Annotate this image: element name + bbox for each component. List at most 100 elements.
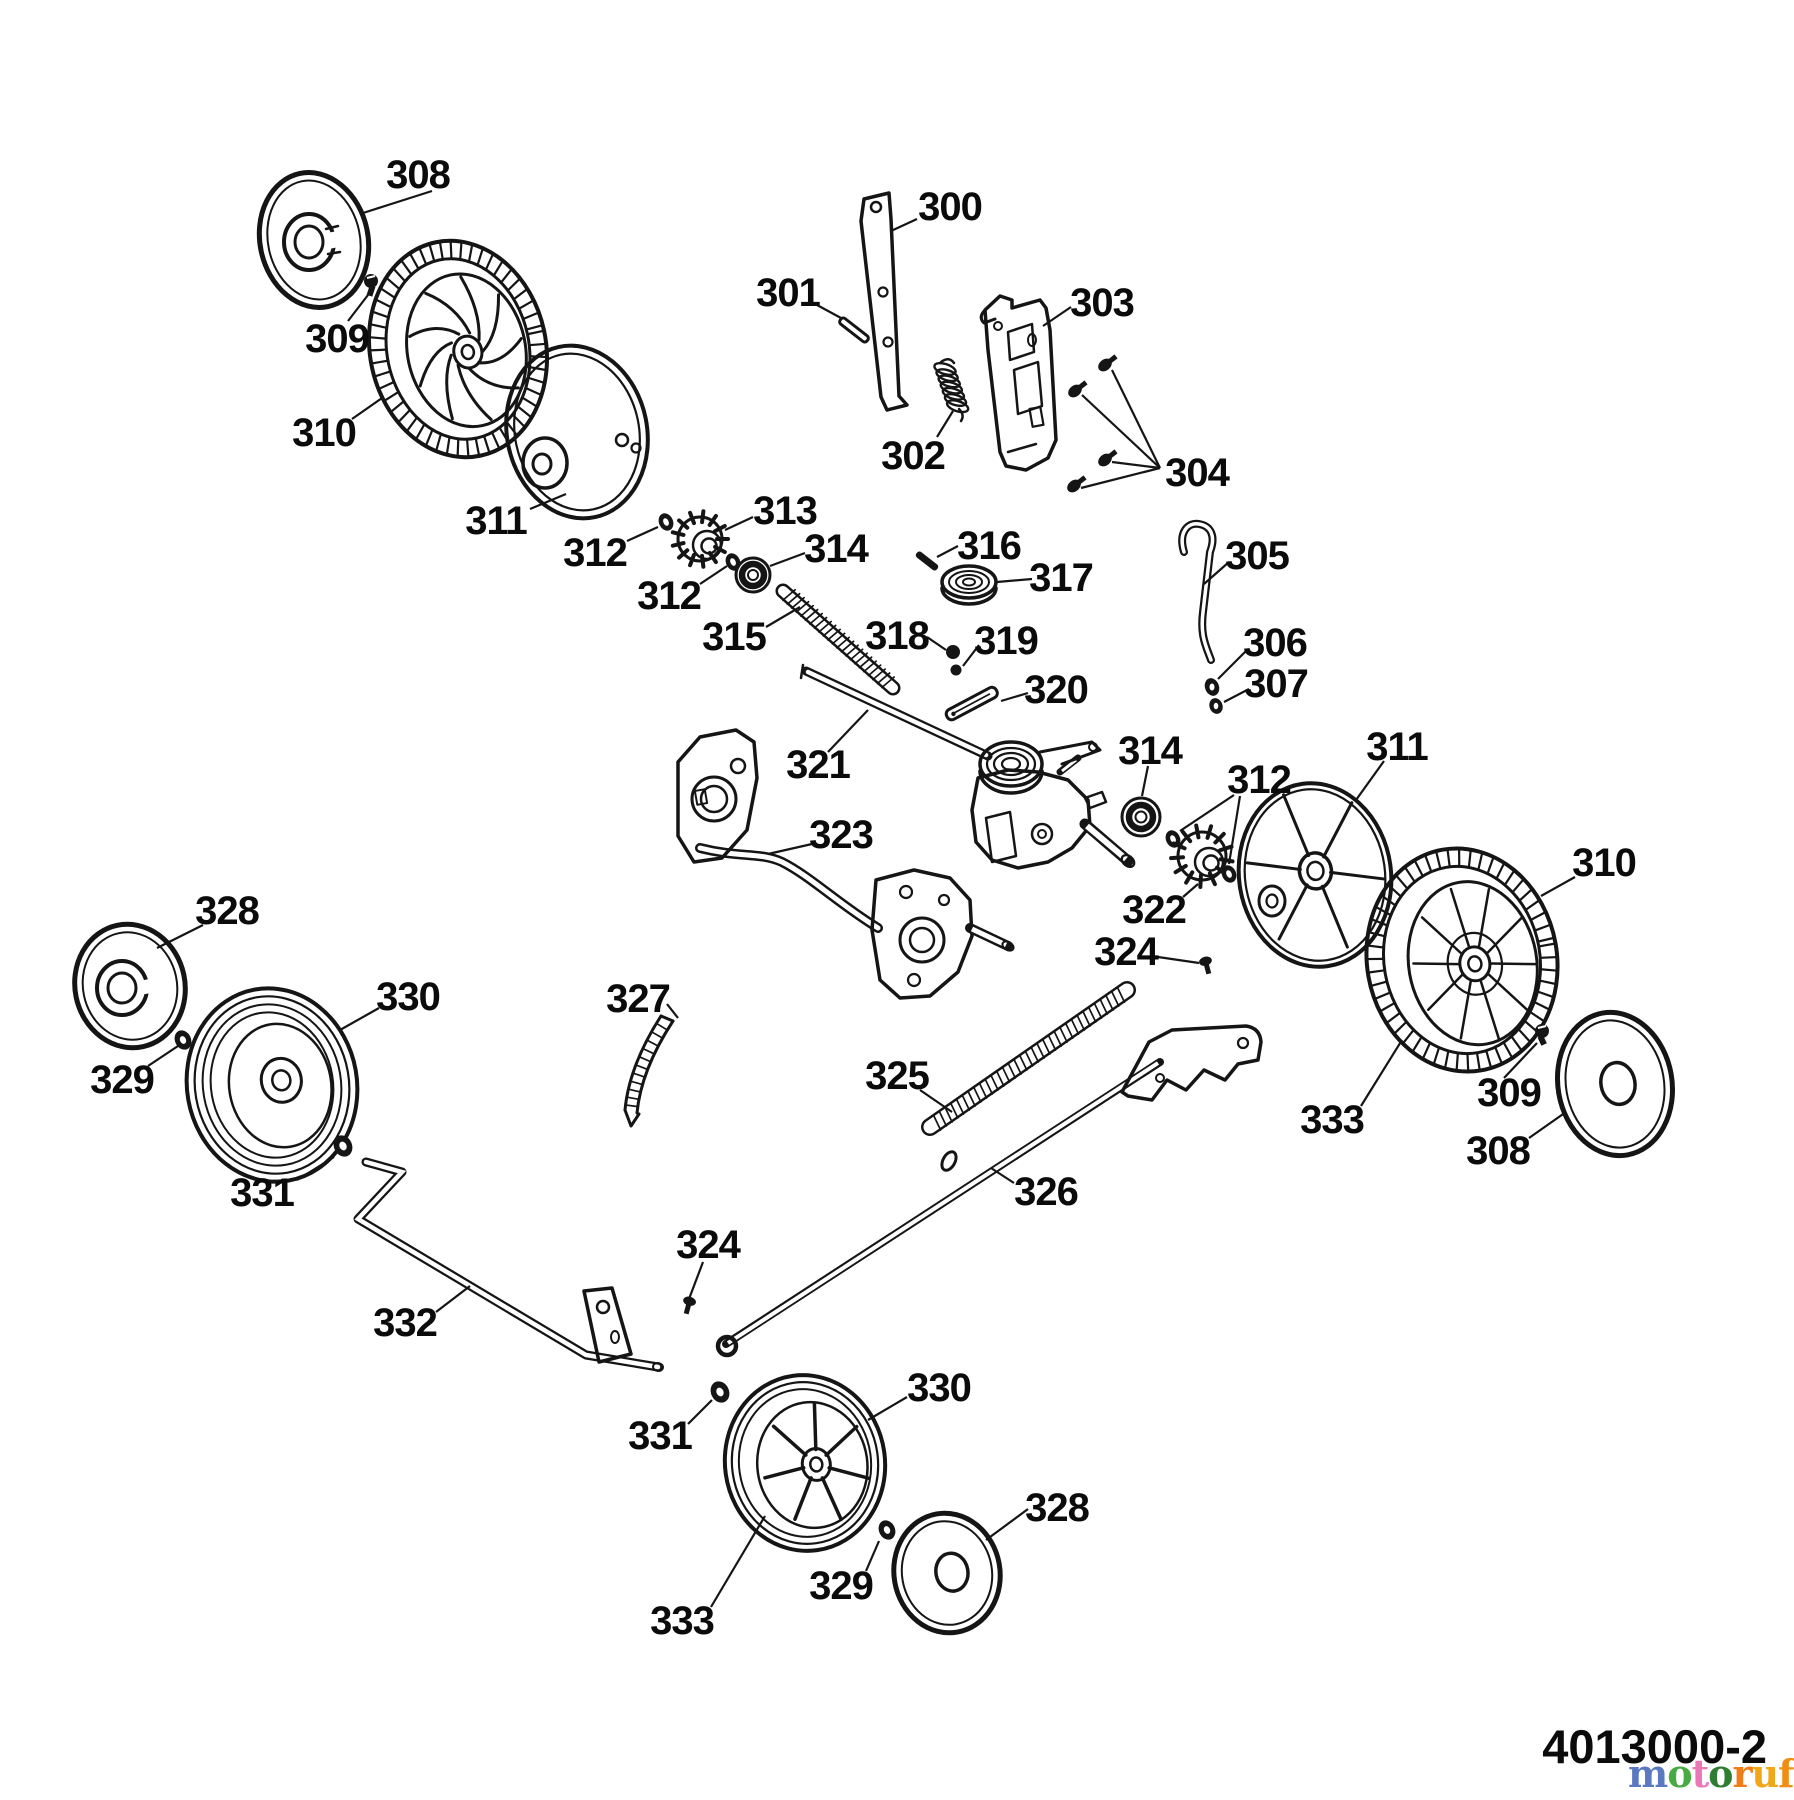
part-callout-316: 316 xyxy=(957,524,1021,568)
callout-leader-305 xyxy=(1203,561,1230,585)
part-330-wheel-bottom xyxy=(722,1373,888,1553)
part-callout-303: 303 xyxy=(1070,281,1134,325)
part-324-bolt-a xyxy=(1199,956,1212,975)
part-306-nut xyxy=(1204,678,1220,696)
part-callout-310: 310 xyxy=(292,411,356,455)
callout-leader-324 xyxy=(687,1261,705,1300)
part-307-nut xyxy=(1209,698,1223,714)
part-callout-324: 324 xyxy=(676,1223,741,1267)
callout-leader-304 xyxy=(1081,394,1161,469)
callout-leader-328 xyxy=(156,924,204,949)
part-callout-311: 311 xyxy=(465,499,527,543)
part-callout-309: 309 xyxy=(1477,1071,1541,1115)
part-callout-313: 313 xyxy=(753,489,817,533)
part-313-pinion-gear xyxy=(670,509,730,569)
part-callout-301: 301 xyxy=(756,271,820,315)
part-308-hubcap-front-left xyxy=(256,170,372,310)
part-300-support-bar xyxy=(859,191,909,412)
part-callout-315: 315 xyxy=(702,615,766,659)
callout-leader-330 xyxy=(339,1007,380,1031)
callout-leader-308 xyxy=(1528,1111,1567,1139)
part-305-hook-rod xyxy=(1178,519,1217,664)
part-316-pin xyxy=(915,551,939,571)
part-329-nut-bottom xyxy=(878,1520,896,1540)
part-304-screws xyxy=(1067,354,1118,493)
part-callout-331: 331 xyxy=(230,1171,294,1215)
part-319-ball xyxy=(950,664,962,676)
callout-leader-330 xyxy=(867,1396,908,1421)
part-gearbox-assembly xyxy=(970,740,1136,870)
part-callout-312: 312 xyxy=(1227,758,1291,802)
callout-leader-312 xyxy=(1179,794,1235,832)
callout-leader-332 xyxy=(435,1285,471,1313)
callout-leader-331 xyxy=(296,1156,335,1181)
callout-leader-316 xyxy=(936,545,959,558)
callout-leader-306 xyxy=(1217,649,1248,680)
callout-leader-329 xyxy=(864,1540,881,1572)
part-callout-310: 310 xyxy=(1572,841,1636,885)
callout-leader-327 xyxy=(666,1003,679,1019)
callout-leader-307 xyxy=(1223,688,1250,703)
callout-leader-321 xyxy=(827,709,869,753)
part-callout-308: 308 xyxy=(386,153,450,197)
callout-leader-314 xyxy=(769,551,806,568)
part-callout-329: 329 xyxy=(809,1564,873,1608)
part-callout-304: 304 xyxy=(1165,451,1230,495)
part-323-height-adjuster-rod xyxy=(676,728,1015,1000)
callout-leader-311 xyxy=(1355,760,1385,801)
part-324-bolt-b xyxy=(683,1296,696,1315)
part-320-key-plate xyxy=(944,685,999,722)
callout-leader-308 xyxy=(362,189,433,215)
callout-leader-325 xyxy=(919,1089,953,1113)
callout-leader-300 xyxy=(890,218,918,232)
part-325-threaded-rod xyxy=(921,981,1136,1136)
part-callout-320: 320 xyxy=(1024,668,1088,712)
part-326-lever-rod xyxy=(715,1024,1263,1358)
doc-number: 4013000-2 xyxy=(1542,1720,1767,1773)
part-callout-309: 309 xyxy=(305,317,369,361)
part-callout-323: 323 xyxy=(809,813,873,857)
part-317-pulley xyxy=(940,564,998,606)
callout-leader-313 xyxy=(724,516,754,531)
part-callout-330: 330 xyxy=(907,1366,971,1410)
part-callout-329: 329 xyxy=(90,1058,154,1102)
part-327-curved-rack xyxy=(623,1014,675,1128)
callout-leader-309 xyxy=(347,294,369,322)
part-312-washer-d xyxy=(1221,865,1237,883)
callout-leader-326 xyxy=(990,1167,1015,1184)
part-310-wheel-front-left xyxy=(366,238,550,460)
callout-leader-312 xyxy=(1227,795,1242,865)
callout-leader-311 xyxy=(529,492,567,511)
callout-leader-304 xyxy=(1080,466,1161,490)
callout-leader-331 xyxy=(687,1399,713,1425)
part-callout-332: 332 xyxy=(373,1301,437,1345)
part-302-spring xyxy=(933,358,970,423)
part-328-hubcap-bottom xyxy=(891,1510,1003,1636)
callout-leader-333 xyxy=(710,1515,766,1608)
part-331-nut-rear-center xyxy=(710,1381,730,1403)
callout-leader-320 xyxy=(1000,691,1029,703)
part-callout-306: 306 xyxy=(1243,621,1307,665)
callout-leader-303 xyxy=(1042,306,1072,327)
part-312-washer-a xyxy=(658,513,674,531)
part-callout-328: 328 xyxy=(1025,1486,1089,1530)
part-callout-319: 319 xyxy=(974,619,1038,663)
callout-leader-312 xyxy=(626,525,659,543)
part-311-wheel-disc-front-left xyxy=(504,343,650,521)
part-callout-326: 326 xyxy=(1014,1170,1078,1214)
part-callout-333: 333 xyxy=(650,1599,714,1643)
part-314-bearing-a xyxy=(734,556,772,594)
part-330-wheel-front-left xyxy=(184,986,360,1184)
part-303-bracket-plate xyxy=(979,294,1058,472)
callout-leader-317 xyxy=(996,577,1033,584)
callout-leader-318 xyxy=(926,636,947,651)
part-callout-302: 302 xyxy=(881,434,945,478)
part-callout-322: 322 xyxy=(1122,888,1186,932)
callout-leader-309 xyxy=(1503,1042,1538,1079)
part-328-hubcap-front-axle-left xyxy=(72,921,188,1051)
part-callout-327: 327 xyxy=(606,977,670,1021)
callout-leader-304 xyxy=(1111,460,1161,470)
part-callout-312: 312 xyxy=(563,531,627,575)
part-callout-321: 321 xyxy=(786,743,850,787)
callout-leader-333 xyxy=(1360,1039,1403,1107)
